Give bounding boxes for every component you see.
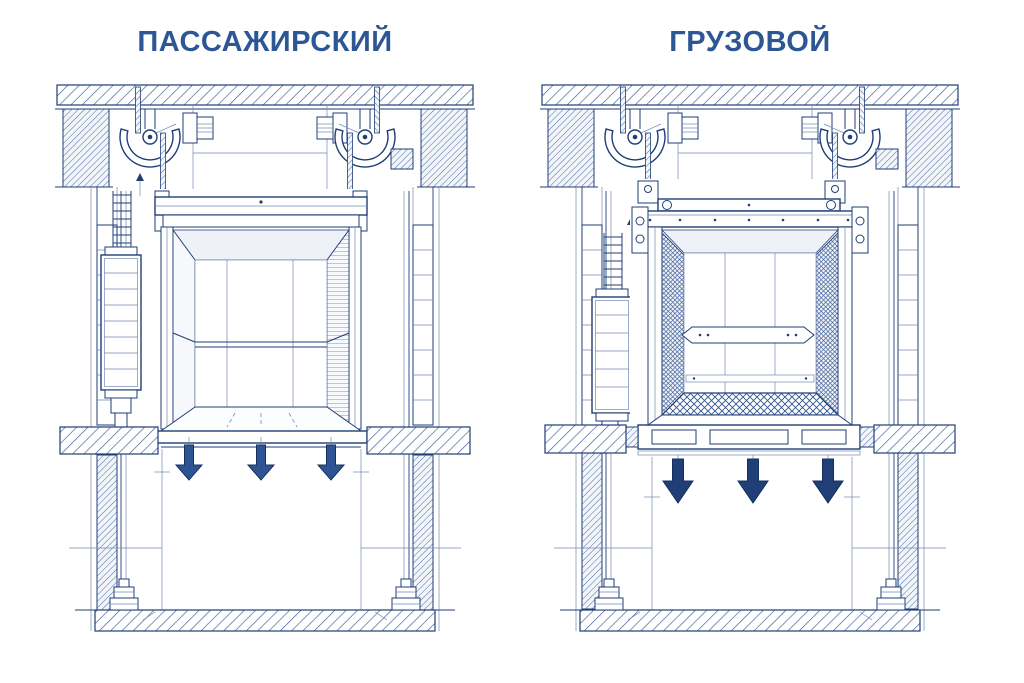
hoist-rope-right: [832, 132, 838, 184]
passenger-cab: [153, 189, 369, 449]
cab-handrail: [172, 332, 350, 348]
arrow-down-icon: [662, 458, 694, 504]
hoist-rope-right: [347, 132, 353, 196]
pit-wall-right: [897, 452, 919, 610]
bolted-plate-left: [631, 206, 649, 254]
rope-hitch-left: [667, 112, 699, 144]
wall-haunch-right: [905, 108, 953, 188]
arrow-down-icon: [812, 458, 844, 504]
ceiling-slab: [56, 84, 474, 106]
junction-box: [875, 148, 899, 170]
landing-slab-left: [544, 424, 627, 454]
cab-platform: [623, 424, 875, 456]
pit-floor: [94, 609, 436, 632]
hoist-rope-left: [160, 132, 166, 196]
bolted-plate-right: [851, 206, 869, 254]
arrow-down-icon: [317, 444, 345, 481]
landing-slab-right: [873, 424, 956, 454]
direction-tick-icon: [136, 173, 144, 181]
ceiling-slab: [541, 84, 959, 106]
shaft-wall-right: [897, 224, 919, 426]
hoist-rope-left: [645, 132, 651, 184]
panel-title-freight: ГРУЗОВОЙ: [669, 26, 831, 58]
shaft-wall-right: [412, 224, 434, 426]
landing-slab-left: [59, 426, 159, 455]
cab-ceiling: [172, 229, 350, 261]
arrow-down-icon: [737, 458, 769, 504]
cab-floor: [159, 406, 363, 432]
junction-box: [390, 148, 414, 170]
arrow-down-icon: [247, 444, 275, 481]
arrow-down-icon: [175, 444, 203, 481]
cab-bumper-rail: [681, 326, 815, 344]
wall-haunch-left: [547, 108, 595, 188]
cab-floor-checker: [660, 392, 840, 416]
passenger-diagram: [55, 84, 475, 632]
cab-mesh-wall-left: [661, 231, 685, 417]
counterweight: [591, 288, 633, 426]
panel-title-passenger: ПАССАЖИРСКИЙ: [137, 26, 393, 58]
cab-wall-right: [326, 228, 350, 431]
rope-hitch-left: [182, 112, 214, 144]
freight-cab: [623, 179, 875, 456]
cab-ceiling: [661, 229, 839, 254]
landing-slab-right: [366, 426, 471, 455]
wall-haunch-left: [62, 108, 110, 188]
freight-diagram: [540, 84, 960, 632]
counterweight-ladder: [603, 232, 623, 290]
wall-haunch-right: [420, 108, 468, 188]
cab-mesh-wall-right: [815, 231, 839, 417]
cab-back-wall: [683, 252, 817, 394]
counterweight: [100, 246, 142, 428]
cab-back-wall: [194, 259, 328, 408]
pit-floor: [579, 609, 921, 632]
cab-wall-left: [172, 228, 196, 431]
pit-wall-left: [581, 452, 603, 610]
